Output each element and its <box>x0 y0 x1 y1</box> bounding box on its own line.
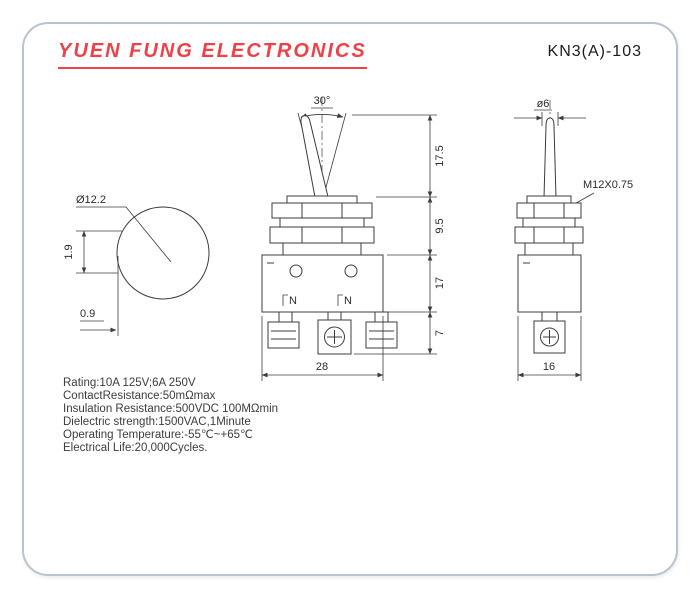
thread-label: M12X0.75 <box>583 179 633 191</box>
panel-hole-circle <box>116 206 210 300</box>
body-hole-left <box>289 264 303 278</box>
toggle-lever-front <box>300 115 330 204</box>
spec-line-dielectric-strength: Dielectric strength:1500VAC,1Minute <box>63 415 251 428</box>
dim-chain-right: 17.5 9.5 17 7 <box>352 114 446 355</box>
dim-body-height-label: 17 <box>434 277 446 289</box>
switch-body-front: N N <box>261 254 384 313</box>
dim-terminal-height-label: 7 <box>434 330 446 336</box>
dim-lever-height-label: 17.5 <box>434 145 446 166</box>
spec-line-contact-resistance: ContactResistance:50mΩmax <box>63 389 216 402</box>
terminal-side <box>533 311 566 354</box>
model-number: KN3(A)-103 <box>547 43 642 60</box>
side-view: ø6 M12X0.75 <box>514 98 633 381</box>
dim-hole-diameter: Ø12.2 <box>76 194 172 263</box>
dim-body-width-side-label: 16 <box>543 361 555 373</box>
spec-line-insulation-resistance: Insulation Resistance:500VDC 100MΩmin <box>63 402 279 415</box>
terminal-screw-side <box>540 327 559 347</box>
dim-hole-diameter-label: Ø12.2 <box>76 194 106 206</box>
dim-key-height-label: 1.9 <box>63 244 75 259</box>
body-hole-right <box>344 264 358 278</box>
toggle-lever-side <box>543 117 557 199</box>
dim-body-width-front-label: 28 <box>316 361 328 373</box>
dim-lever-diameter: ø6 <box>514 98 586 126</box>
bushing-nut-stack-side <box>514 195 584 256</box>
front-view: 30° N <box>261 95 446 381</box>
dim-key-width-label: 0.9 <box>80 308 95 320</box>
spec-line-electrical-life: Electrical Life:20,000Cycles. <box>63 441 208 454</box>
header: YUEN FUNG ELECTRONICS KN3(A)-103 <box>58 40 642 69</box>
dim-key-width: 0.9 <box>80 256 119 336</box>
top-view: Ø12.2 1.9 0.9 <box>63 194 210 336</box>
dim-lever-diameter-label: ø6 <box>537 98 550 110</box>
dim-key-height: 1.9 <box>63 230 122 274</box>
bushing-nut-stack-front <box>269 195 375 256</box>
terminal-label-n1: N <box>289 295 297 307</box>
spec-list: Rating:10A 125V;6A 250V ContactResistanc… <box>63 377 278 454</box>
dim-body-width-front: 28 <box>261 316 384 381</box>
terminal-screw-front <box>324 326 345 348</box>
terminals-front <box>267 311 398 355</box>
dim-body-width-side: 16 <box>517 316 582 381</box>
terminal-label-n2: N <box>344 295 352 307</box>
switch-body-side <box>517 254 582 313</box>
spec-line-rating: Rating:10A 125V;6A 250V <box>63 377 196 389</box>
company-name: YUEN FUNG ELECTRONICS <box>58 40 367 69</box>
dim-bushing-height-label: 9.5 <box>434 218 446 233</box>
dim-throw-angle-label: 30° <box>314 95 331 107</box>
spec-line-operating-temperature: Operating Temperature:-55℃~+65℃ <box>63 428 253 441</box>
